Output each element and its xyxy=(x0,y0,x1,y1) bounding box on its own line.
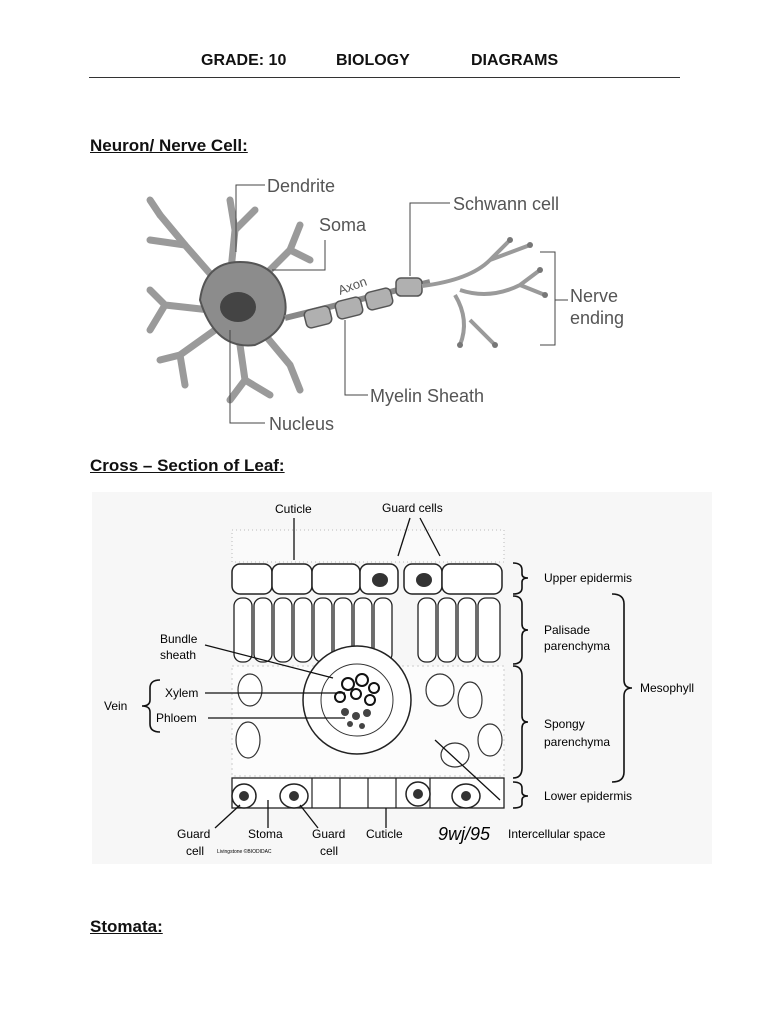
label-guard-cell-2: Guard xyxy=(312,827,345,841)
label-dendrite: Dendrite xyxy=(267,176,335,196)
label-cuticle-top: Cuticle xyxy=(275,502,312,516)
leaf-braces xyxy=(141,562,633,809)
label-spongy-1: Spongy xyxy=(544,717,585,731)
xylem-cells xyxy=(334,673,380,706)
phloem-cells xyxy=(341,708,371,729)
header-kind: DIAGRAMS xyxy=(471,52,559,69)
label-nucleus: Nucleus xyxy=(269,414,334,434)
label-lower-epidermis: Lower epidermis xyxy=(544,789,632,803)
label-stoma: Stoma xyxy=(248,827,283,841)
leaf-diagram: Cuticle Guard cells Upper epidermis Pali… xyxy=(92,492,712,864)
myelin-segments xyxy=(303,277,423,329)
label-nerve: Nerve xyxy=(570,286,618,306)
label-guard-cell-2b: cell xyxy=(320,844,338,858)
header-rule xyxy=(89,77,680,78)
section-title-neuron: Neuron/ Nerve Cell: xyxy=(90,136,248,155)
label-xylem: Xylem xyxy=(165,686,198,700)
label-ending: ending xyxy=(570,308,624,328)
label-guard-cells-top: Guard cells xyxy=(382,501,443,515)
label-palisade-2: parenchyma xyxy=(544,639,610,653)
label-mesophyll: Mesophyll xyxy=(640,681,694,695)
label-cuticle-bottom: Cuticle xyxy=(366,827,403,841)
label-guard-cell-1b: cell xyxy=(186,844,204,858)
header-grade: GRADE: 10 xyxy=(201,52,287,69)
upper-epidermis-cells xyxy=(231,563,503,595)
label-intercellular-space: Intercellular space xyxy=(508,827,606,841)
label-palisade-1: Palisade xyxy=(544,623,590,637)
label-vein: Vein xyxy=(104,699,127,713)
label-credit: Livingstone ©BIODIDAC xyxy=(217,848,272,855)
label-spongy-2: parenchyma xyxy=(544,735,610,749)
leaf-leader-lines xyxy=(204,517,501,829)
label-bundle-2: sheath xyxy=(160,648,196,662)
label-soma: Soma xyxy=(319,215,367,235)
neuron-diagram: Dendrite Soma Axon Schwann cell Nerve en… xyxy=(146,176,624,434)
spongy-cells xyxy=(235,673,503,768)
label-axon: Axon xyxy=(336,274,369,298)
label-phloem: Phloem xyxy=(156,711,197,725)
label-myelin-sheath: Myelin Sheath xyxy=(370,386,484,406)
neuron-leader-lines xyxy=(229,184,568,424)
label-guard-cell-1: Guard xyxy=(177,827,210,841)
section-title-leaf: Cross – Section of Leaf: xyxy=(90,456,285,475)
section-title-stomata: Stomata: xyxy=(90,917,163,936)
label-bundle-1: Bundle xyxy=(160,632,198,646)
palisade-cells xyxy=(233,597,501,663)
header-subject: BIOLOGY xyxy=(336,52,410,69)
nerve-ending-knobs xyxy=(457,237,548,348)
label-signature: 9wj/95 xyxy=(438,824,491,844)
page-header: GRADE: 10 BIOLOGY DIAGRAMS xyxy=(0,52,768,76)
nucleus-shape xyxy=(220,292,256,322)
label-upper-epidermis: Upper epidermis xyxy=(544,571,632,585)
label-schwann-cell: Schwann cell xyxy=(453,194,559,214)
nerve-endings xyxy=(421,238,546,347)
